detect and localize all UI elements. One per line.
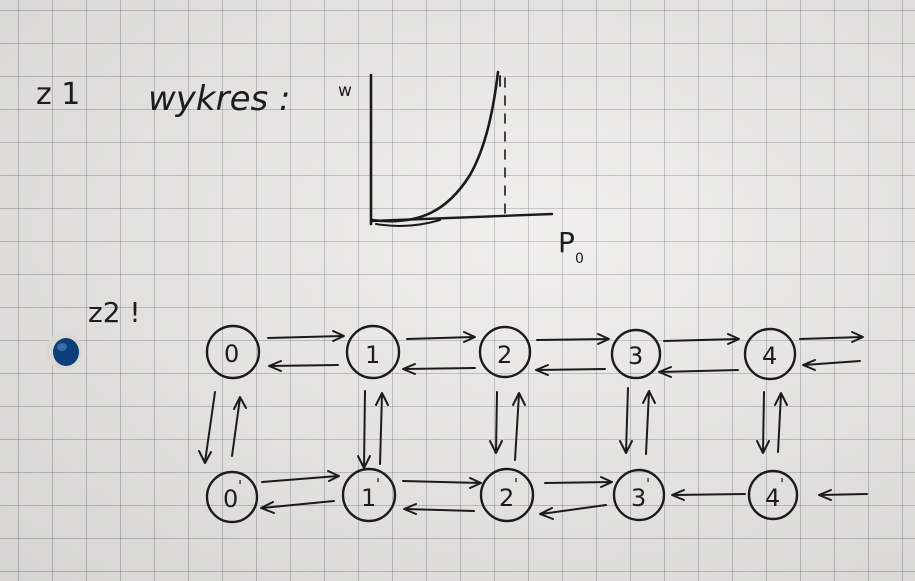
transition-arrows [198,330,868,520]
task1-heading: z 1 [36,77,80,112]
node-3-prime [612,468,666,522]
node-0-prime-mark: ' [238,477,242,495]
node-1-prime [341,467,397,523]
arrow-2-down [489,391,503,454]
arrow-1p-to-2p [402,477,482,489]
arrow-4-to-3 [658,366,739,378]
node-0-prime [205,470,259,524]
node-1-prime-label: 1 [361,484,376,512]
node-3-prime-mark: ' [646,475,650,493]
punch-hole [46,332,82,370]
arrow-0-to-1 [267,330,345,342]
node-1-label: 1 [365,341,380,369]
node-0 [205,324,261,380]
node-2 [478,325,532,379]
node-2-prime [479,467,535,523]
arrow-4p-to-3p [671,489,746,501]
arrow-3-prime-up [642,390,656,455]
arrow-1-prime-up [375,392,389,465]
arrow-1-down [357,390,371,469]
graph-y-axis-label: w [338,81,352,101]
arrow-2-to-1 [402,363,476,375]
node-4 [743,327,797,381]
node-0-prime-label: 0 [223,485,238,513]
arrow-4-down [756,391,770,454]
task2-heading: z2 ! [88,296,141,329]
sketched-graph [369,70,554,228]
node-3-label: 3 [628,342,643,370]
node-3-prime-label: 3 [631,484,646,512]
arrow-2p-to-1p [403,503,475,515]
arrow-2-to-3 [536,333,610,345]
graph-x-axis-label: P [558,226,575,259]
arrow-in-4 [802,359,861,371]
node-4-prime-label: 4 [765,484,780,512]
arrow-0-down [198,391,216,464]
node-2-prime-mark: ' [514,475,518,493]
arrow-0p-to-1p [261,470,340,483]
node-4-label: 4 [762,342,777,370]
arrow-in-4p [818,489,868,501]
arrow-3-down [619,387,633,454]
arrow-1p-to-0p [260,500,335,514]
node-4-prime-mark: ' [780,475,784,493]
arrow-3-to-2 [535,364,606,376]
arrow-3p-to-2p [539,504,607,520]
arrow-3-to-4 [663,333,740,345]
arrow-1-to-2 [406,331,476,343]
task1-word: wykres : [148,79,291,119]
arrow-1-to-0 [268,360,339,372]
graph-curve-trace [375,219,441,228]
arrow-2p-to-3p [544,476,613,488]
arrow-2-prime-up [512,392,526,461]
graph-curve [370,70,500,223]
node-2-label: 2 [497,341,512,369]
node-1-prime-mark: ' [376,475,380,493]
node-4-prime [747,469,799,521]
node-1 [345,324,401,380]
node-2-prime-label: 2 [499,484,514,512]
graph-x-axis-subscript: 0 [575,251,584,267]
arrow-4-prime-up [774,392,788,453]
arrow-0-prime-up [231,396,247,457]
node-0-label: 0 [224,340,239,368]
node-3 [610,328,662,380]
arrow-4-out [799,331,864,343]
